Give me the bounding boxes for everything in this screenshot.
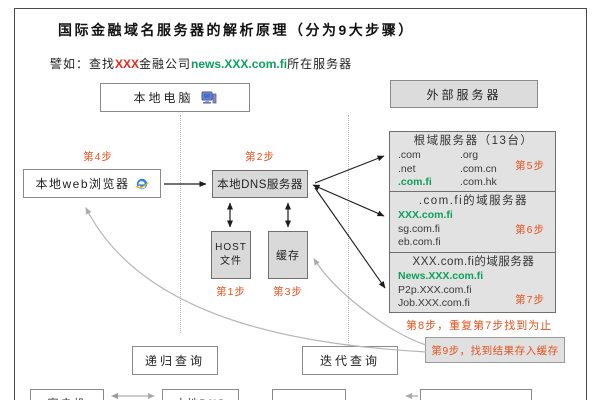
- subtitle-prefix: 譬如：查找: [50, 57, 116, 71]
- web-browser-label: 本地web浏览器: [35, 177, 130, 191]
- root-entry: .com.cn: [460, 162, 497, 175]
- step2-label: 第2步: [245, 151, 275, 163]
- host-file-line1: HOST: [215, 242, 247, 253]
- step7-label: 第7步: [515, 294, 545, 306]
- root-entry: .org: [460, 149, 479, 161]
- xxxcomfi-servers-box: XXX.com.fi的域服务器 News.XXX.com.fi P2p.XXX.…: [389, 252, 556, 313]
- client-box: 客户机: [30, 389, 104, 400]
- xxxcomfi-entry-highlight: News.XXX.com.fi: [398, 270, 484, 282]
- bottom-local-dns-box: 本地DNS: [162, 389, 239, 400]
- step9-box: 第9步，找到结果存入缓存: [425, 337, 565, 363]
- subtitle-company: XXX: [115, 57, 140, 71]
- root-entry: .net: [398, 162, 416, 175]
- subtitle-middle: 金融公司: [139, 57, 192, 71]
- comfi-servers-box: .com.fi的域服务器 XXX.com.fi sg.com.fi eb.com…: [389, 191, 556, 253]
- cache-box: 缓存: [268, 231, 308, 279]
- local-computer-label: 本地电脑: [133, 91, 194, 105]
- step3-label: 第3步: [273, 286, 303, 298]
- recursive-query-box: 递归查询: [132, 346, 218, 375]
- web-browser-box: 本地web浏览器: [23, 169, 161, 198]
- host-file-box: HOST 文件: [211, 231, 251, 279]
- cache-label: 缓存: [276, 250, 300, 262]
- local-computer-box: 本地电脑: [100, 83, 250, 112]
- local-dns-box: 本地DNS服务器: [212, 170, 308, 198]
- comfi-entry: eb.com.fi: [398, 236, 441, 248]
- host-file-line2: 文件: [220, 256, 242, 267]
- iterative-query-box: 迭代查询: [302, 346, 398, 375]
- root-servers-box: 根域服务器（13台） .com .net .com.fi .org .com.c…: [389, 131, 556, 192]
- external-servers-box: 外部服务器: [390, 80, 538, 108]
- page-title: 国际金融域名服务器的解析原理（分为9大步骤）: [58, 22, 415, 38]
- computer-icon: [201, 91, 217, 105]
- step4-label: 第4步: [83, 151, 113, 163]
- dotted-separator-right: [348, 115, 349, 353]
- comfi-entry: sg.com.fi: [398, 222, 441, 235]
- recursive-query-label: 递归查询: [144, 354, 205, 368]
- root-servers-title: 根域服务器（13台）: [413, 135, 534, 147]
- subtitle-domain: news.XXX.com.fi: [191, 57, 288, 71]
- outer-frame: [14, 8, 587, 400]
- dotted-separator-left: [180, 115, 181, 333]
- local-dns-label: 本地DNS服务器: [217, 179, 303, 191]
- iterative-query-label: 迭代查询: [319, 354, 380, 368]
- xxxcomfi-servers-title: XXX.com.fi的域服务器: [412, 256, 535, 268]
- ie-browser-icon: [135, 177, 149, 191]
- root-entry: .com.hk: [460, 176, 497, 188]
- example-subtitle: 譬如：查找XXX金融公司news.XXX.com.fi所在服务器: [50, 55, 352, 72]
- bottom-box-4: [420, 389, 532, 400]
- bottom-box-3: [272, 389, 346, 400]
- comfi-servers-title: .com.fi的域服务器: [418, 195, 529, 207]
- external-servers-label: 外部服务器: [426, 87, 502, 102]
- step8-note: 第8步，重复第7步找到为止: [406, 320, 553, 332]
- root-entry-highlight: .com.fi: [398, 176, 432, 188]
- step5-label: 第5步: [515, 160, 545, 172]
- step1-label: 第1步: [216, 286, 246, 298]
- root-entry: .com: [398, 149, 421, 161]
- xxxcomfi-entry: Job.XXX.com.fi: [398, 297, 470, 309]
- xxxcomfi-entry: P2p.XXX.com.fi: [398, 283, 472, 296]
- bottom-local-dns-label: 本地DNS: [175, 395, 225, 400]
- step6-label: 第6步: [515, 224, 545, 236]
- comfi-entry-highlight: XXX.com.fi: [398, 209, 453, 221]
- subtitle-suffix: 所在服务器: [287, 57, 353, 71]
- step9-note: 第9步，找到结果存入缓存: [431, 344, 559, 357]
- client-label: 客户机: [48, 395, 87, 400]
